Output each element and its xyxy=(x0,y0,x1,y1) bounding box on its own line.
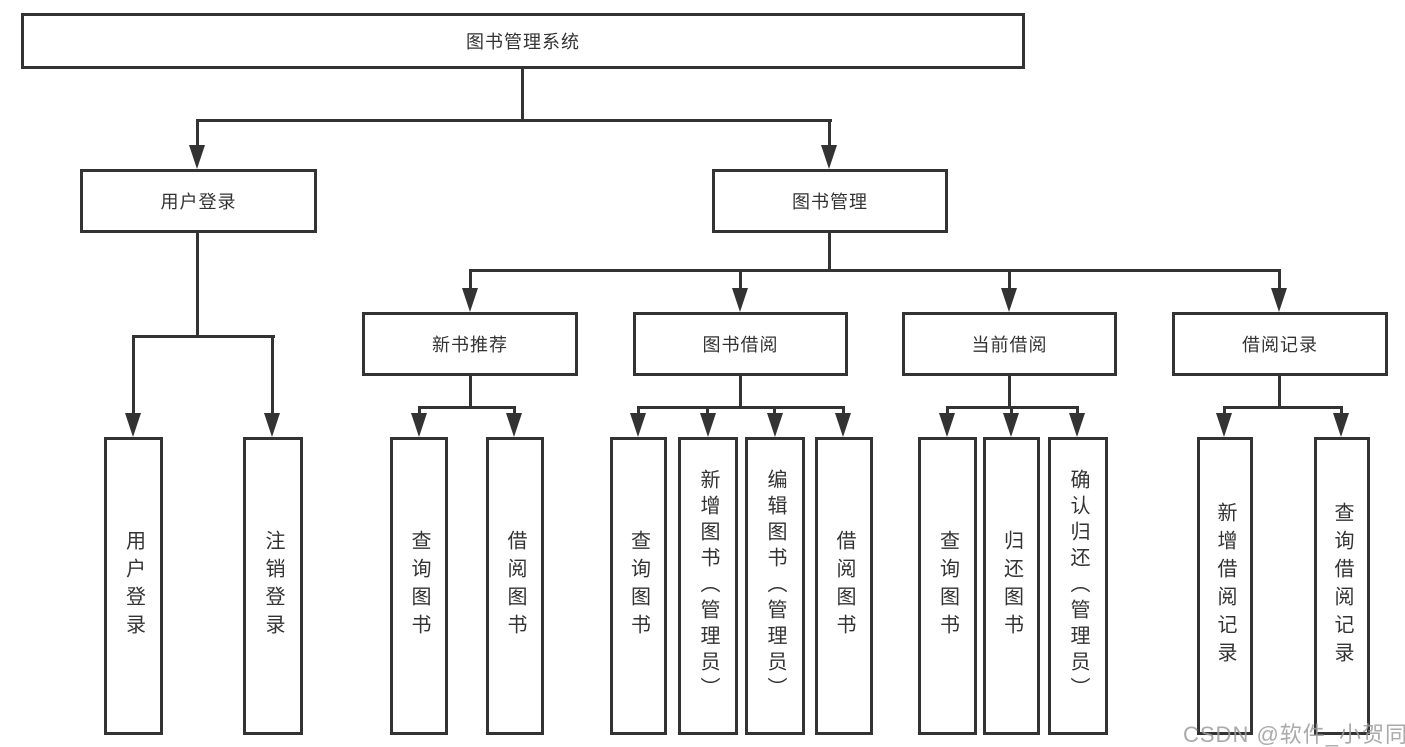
connector-arrowhead xyxy=(1271,288,1287,312)
connector-line xyxy=(1076,406,1079,418)
node-label: 查询图书 xyxy=(408,530,430,642)
node-label: 查询图书 xyxy=(936,530,959,642)
node-label: 确认归还（管理员） xyxy=(1067,469,1089,703)
connector-line xyxy=(1010,406,1013,418)
connector-arrowhead xyxy=(1333,413,1349,437)
connector-line xyxy=(1278,376,1281,409)
node-leaf-add-book: 新增图书（管理员） xyxy=(678,437,738,735)
connector-line xyxy=(828,119,831,151)
node-label: 查询借阅记录 xyxy=(1331,502,1353,670)
connector-arrowhead xyxy=(462,288,478,312)
node-label: 借阅图书 xyxy=(504,530,526,642)
connector-line xyxy=(469,269,1281,272)
connector-line xyxy=(1223,406,1343,409)
connector-line xyxy=(196,233,199,338)
connector-line xyxy=(1223,406,1226,418)
connector-line xyxy=(132,335,275,338)
node-leaf-edit-book: 编辑图书（管理员） xyxy=(745,437,805,735)
node-leaf-return-book: 归还图书 xyxy=(983,437,1040,735)
connector-line xyxy=(1278,269,1281,291)
node-leaf-logout: 注销登录 xyxy=(243,437,303,735)
connector-arrowhead xyxy=(411,413,427,437)
connector-line xyxy=(418,406,516,409)
connector-line xyxy=(469,376,472,409)
node-borrow-records: 借阅记录 xyxy=(1172,312,1388,376)
node-leaf-query-book-borrow: 查询图书 xyxy=(610,437,667,735)
node-book-mgmt: 图书管理 xyxy=(712,169,948,233)
node-leaf-user-login: 用户登录 xyxy=(104,437,163,735)
connector-line xyxy=(132,335,135,417)
connector-line xyxy=(418,406,421,418)
connector-line xyxy=(513,406,516,418)
node-label: 归还图书 xyxy=(1000,530,1023,642)
connector-arrowhead xyxy=(821,145,837,169)
connector-line xyxy=(828,233,831,272)
node-label: 注销登录 xyxy=(262,530,284,642)
connector-arrowhead xyxy=(1003,413,1019,437)
node-leaf-borrow-book-rec: 借阅图书 xyxy=(486,437,544,735)
connector-line xyxy=(773,406,776,418)
connector-arrowhead xyxy=(1069,413,1085,437)
node-label: 借阅图书 xyxy=(833,530,855,642)
connector-line xyxy=(739,269,742,291)
node-user-login: 用户登录 xyxy=(80,169,317,233)
connector-arrowhead xyxy=(1216,413,1232,437)
node-leaf-query-book-current: 查询图书 xyxy=(918,437,977,735)
node-current-borrow: 当前借阅 xyxy=(902,312,1117,376)
connector-line xyxy=(1008,269,1011,291)
connector-line xyxy=(521,68,524,121)
connector-arrowhead xyxy=(125,413,141,437)
connector-arrowhead xyxy=(1001,288,1017,312)
node-label: 新增图书（管理员） xyxy=(697,469,719,703)
connector-line xyxy=(842,406,845,418)
node-label: 查询图书 xyxy=(627,530,650,642)
connector-line xyxy=(739,376,742,409)
connector-arrowhead xyxy=(700,413,716,437)
connector-line xyxy=(271,335,274,417)
node-root: 图书管理系统 xyxy=(21,13,1025,69)
connector-line xyxy=(1008,376,1011,409)
connector-arrowhead xyxy=(264,413,280,437)
connector-arrowhead xyxy=(189,145,205,169)
node-leaf-query-book-rec: 查询图书 xyxy=(390,437,448,735)
connector-arrowhead xyxy=(732,288,748,312)
node-leaf-confirm-return: 确认归还（管理员） xyxy=(1048,437,1108,735)
connector-line xyxy=(196,119,832,122)
node-label: 用户登录 xyxy=(122,530,145,642)
connector-line xyxy=(706,406,709,418)
node-leaf-borrow-book-borrow: 借阅图书 xyxy=(815,437,873,735)
node-label: 新增借阅记录 xyxy=(1214,502,1236,670)
connector-line xyxy=(469,269,472,291)
connector-arrowhead xyxy=(767,413,783,437)
connector-arrowhead xyxy=(506,413,522,437)
csdn-watermark: CSDN @软件_小贺同学 xyxy=(1183,722,1405,747)
node-leaf-add-borrow-record: 新增借阅记录 xyxy=(1197,437,1253,735)
connector-line xyxy=(637,406,640,418)
connector-line xyxy=(196,119,199,151)
connector-arrowhead xyxy=(939,413,955,437)
node-leaf-query-borrow-record: 查询借阅记录 xyxy=(1314,437,1370,735)
connector-arrowhead xyxy=(630,413,646,437)
node-new-book-rec: 新书推荐 xyxy=(362,312,578,376)
connector-line xyxy=(637,406,845,409)
connector-line xyxy=(946,406,949,418)
connector-line xyxy=(1340,406,1343,418)
connector-arrowhead xyxy=(835,413,851,437)
node-label: 编辑图书（管理员） xyxy=(764,469,786,703)
node-book-borrow: 图书借阅 xyxy=(633,312,848,376)
